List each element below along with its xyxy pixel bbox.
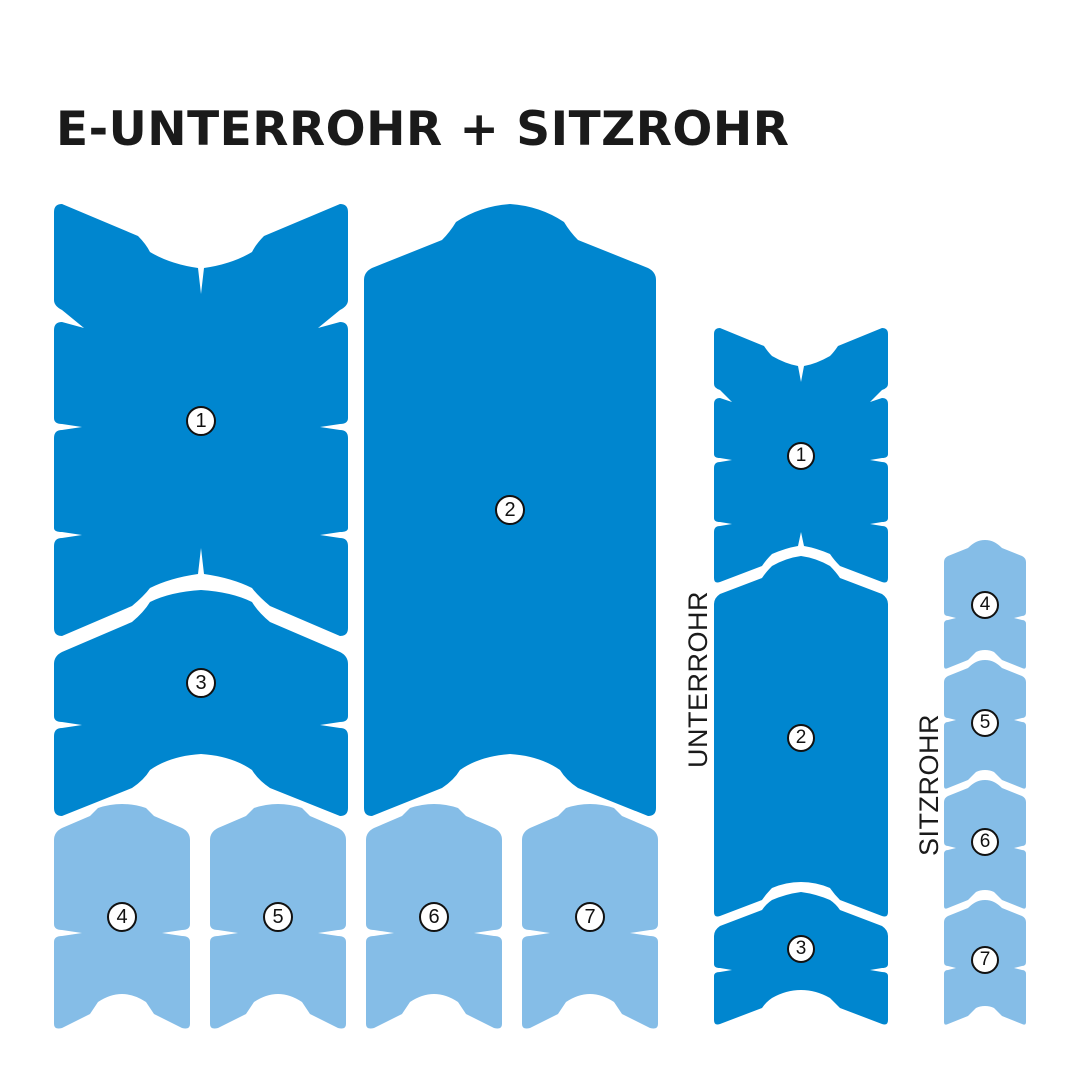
number-badge-sitzrohr-4: 4 xyxy=(971,591,999,619)
number-badge-unterrohr-3: 3 xyxy=(787,935,815,963)
page-title: E-UNTERROHR + SITZROHR xyxy=(56,102,790,157)
number-badge-large-1: 1 xyxy=(186,406,216,436)
number-badge-sitzrohr-7: 7 xyxy=(971,946,999,974)
number-badge-large-6: 6 xyxy=(419,902,449,932)
large-piece-3 xyxy=(54,590,348,816)
sitzrohr-label: SITZROHR xyxy=(914,714,944,856)
number-badge-large-4: 4 xyxy=(107,902,137,932)
number-badge-large-3: 3 xyxy=(186,668,216,698)
unterrohr-label: UNTERROHR xyxy=(683,591,713,768)
number-badge-large-5: 5 xyxy=(263,902,293,932)
number-badge-sitzrohr-5: 5 xyxy=(971,709,999,737)
number-badge-unterrohr-2: 2 xyxy=(787,724,815,752)
number-badge-large-7: 7 xyxy=(575,902,605,932)
number-badge-large-2: 2 xyxy=(495,495,525,525)
number-badge-sitzrohr-6: 6 xyxy=(971,828,999,856)
number-badge-unterrohr-1: 1 xyxy=(787,442,815,470)
